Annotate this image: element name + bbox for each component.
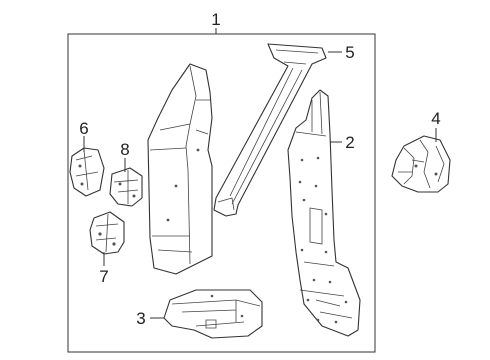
part-7-lower-bracket [89,211,125,255]
callout-6: 6 [79,119,88,138]
callout-5: 5 [345,43,354,62]
part-1-pillar-assembly [147,63,213,275]
part-3-floor-bracket [163,289,263,339]
assembly-frame [67,33,376,353]
part-8-clip-bracket [109,167,143,207]
callout-2: 2 [345,133,354,152]
callout-4: 4 [431,109,440,128]
part-2-outer-panel [287,89,361,337]
part-4-mounting-bracket [391,135,451,193]
callout-8: 8 [120,140,129,159]
part-6-small-bracket [69,147,105,197]
part-5-diagonal-reinforcement [213,43,327,217]
callout-3: 3 [136,309,145,328]
callout-7: 7 [99,267,108,286]
callout-1: 1 [211,10,220,29]
